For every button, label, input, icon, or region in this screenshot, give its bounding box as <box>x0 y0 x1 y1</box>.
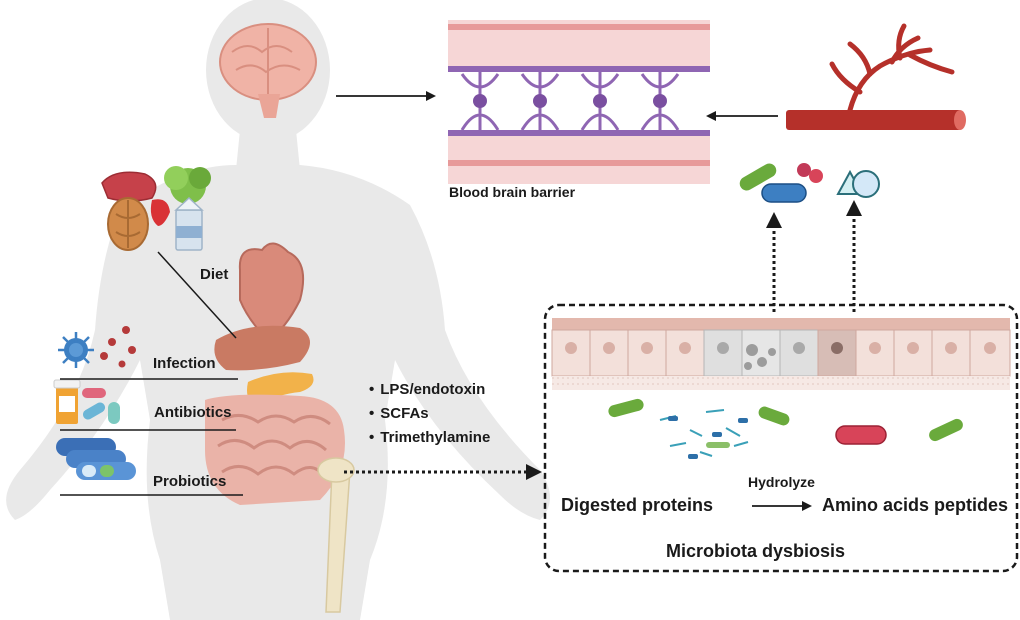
organs <box>205 242 345 505</box>
gut-microbes-icon <box>608 398 963 459</box>
label-probiotics: Probiotics <box>153 473 227 490</box>
brain-icon <box>219 23 317 118</box>
label-microbiota-dysbiosis: Microbiota dysbiosis <box>666 541 846 561</box>
metabolite-item: SCFAs <box>369 402 490 426</box>
label-diet: Diet <box>200 266 229 283</box>
label-digested-proteins: Digested proteins <box>561 495 714 515</box>
metabolite-item: Trimethylamine <box>369 426 490 450</box>
antibiotics-icon <box>53 379 120 424</box>
label-amino-acids-peptides: Amino acids peptides <box>822 495 1009 515</box>
probiotics-icon <box>56 438 136 480</box>
dysbiosis-box <box>543 303 1019 573</box>
metabolite-item: LPS/endotoxin <box>369 378 490 402</box>
label-infection: Infection <box>153 355 216 372</box>
intestinal-epithelium <box>551 318 1011 390</box>
leader-lines <box>60 251 243 496</box>
microbe-cluster-top-icon <box>739 163 880 203</box>
label-hydrolyze: Hydrolyze <box>748 474 815 490</box>
blood-brain-barrier-panel <box>448 20 710 184</box>
metabolite-list: LPS/endotoxin SCFAs Trimethylamine <box>369 378 490 450</box>
virus-icon <box>58 326 136 368</box>
label-blood-brain-barrier: Blood brain barrier <box>449 184 576 200</box>
label-antibiotics: Antibiotics <box>154 404 232 421</box>
femur-bone-icon <box>317 457 355 613</box>
diet-foods-icon <box>101 166 211 251</box>
blood-vessel-icon <box>786 23 966 130</box>
